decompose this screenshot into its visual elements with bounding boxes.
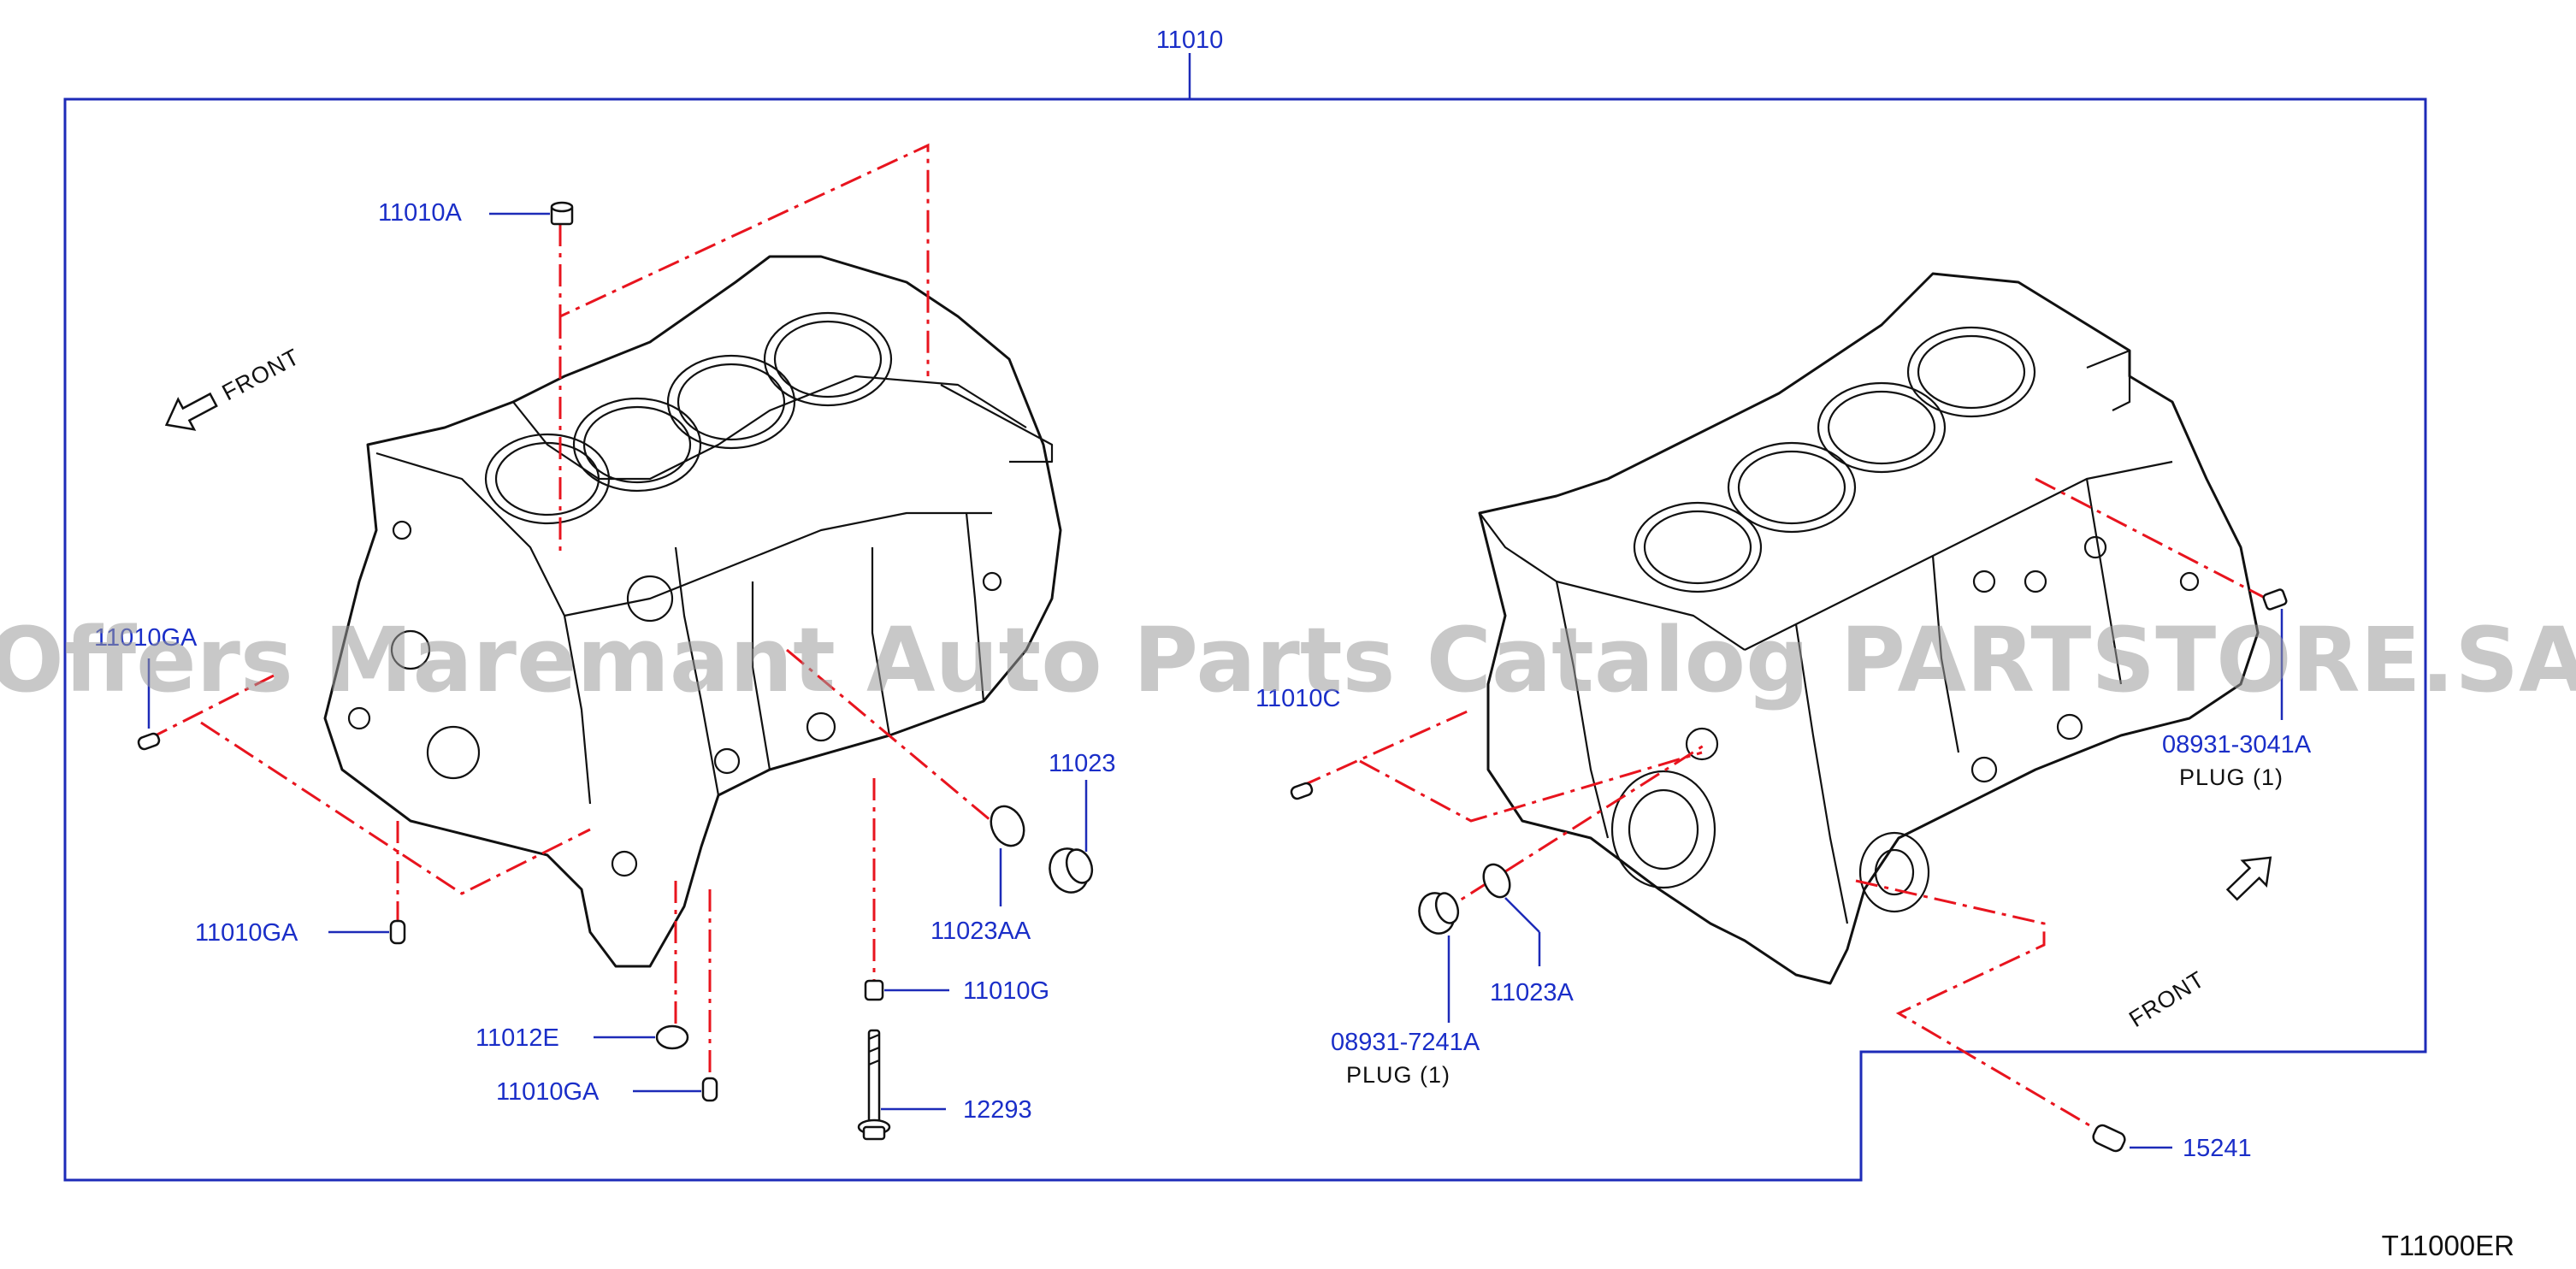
callout-15241: 15241 <box>2183 1135 2252 1162</box>
dowel-11010G-part <box>864 979 884 1001</box>
callout-11010GA-bottom: 11010GA <box>496 1078 600 1106</box>
plug-15241-part <box>2092 1124 2126 1153</box>
callout-11023: 11023 <box>1049 750 1116 777</box>
dowel-11010A-part <box>550 201 574 226</box>
watermark: Offers Maremant Auto Parts Catalog PARTS… <box>0 608 2576 712</box>
cylinder-block-left-drawing <box>323 255 1062 968</box>
oring-11023A-part <box>1482 863 1511 899</box>
callout-11023AA: 11023AA <box>931 918 1031 945</box>
plug-note-right: PLUG (1) <box>2179 764 2284 790</box>
assembly-frame <box>63 97 2427 1182</box>
cylinder-block-right-drawing <box>1478 272 2260 985</box>
front-label-right: FRONT <box>2124 966 2209 1032</box>
callout-11012E: 11012E <box>476 1024 559 1052</box>
assembly-label: 11010 <box>1156 27 1224 54</box>
left-dashed-leaders <box>146 143 997 1073</box>
callout-11010A: 11010A <box>378 199 462 227</box>
leader-11023A <box>1504 897 1540 933</box>
dowel-11010GA-bottom-part <box>701 1077 718 1102</box>
dowel-11010C-part <box>1290 782 1314 800</box>
front-label-left: FRONT <box>218 344 304 405</box>
callout-08931-7241A: 08931-7241A <box>1331 1029 1480 1056</box>
bolt-12293-part <box>857 1029 891 1141</box>
callout-12293: 12293 <box>963 1096 1032 1124</box>
callout-11010C: 11010C <box>1256 685 1340 712</box>
front-arrow-right: FRONT <box>2124 856 2272 1032</box>
plug-note-left: PLUG (1) <box>1346 1062 1450 1088</box>
callout-11010GA-left: 11010GA <box>94 624 198 652</box>
reference-code: T11000ER <box>2382 1230 2514 1261</box>
dowel-11010GA-mid-part <box>389 919 406 945</box>
front-arrow-left: FRONT <box>164 344 304 431</box>
dowel-11010GA-left-part <box>137 732 161 751</box>
plug-08931-7241A-part <box>1418 892 1460 935</box>
plug-11023-part <box>1049 847 1094 894</box>
callout-11010G: 11010G <box>963 977 1049 1005</box>
oring-11012E-part <box>655 1024 689 1050</box>
callout-11010GA-mid: 11010GA <box>195 919 298 947</box>
plug-08931-3041A-part <box>2262 588 2288 611</box>
callout-08931-3041A: 08931-3041A <box>2162 731 2312 758</box>
right-dashed-leaders <box>1299 477 2267 1130</box>
oring-11023AA-part <box>990 805 1025 847</box>
callout-11023A: 11023A <box>1490 979 1574 1006</box>
